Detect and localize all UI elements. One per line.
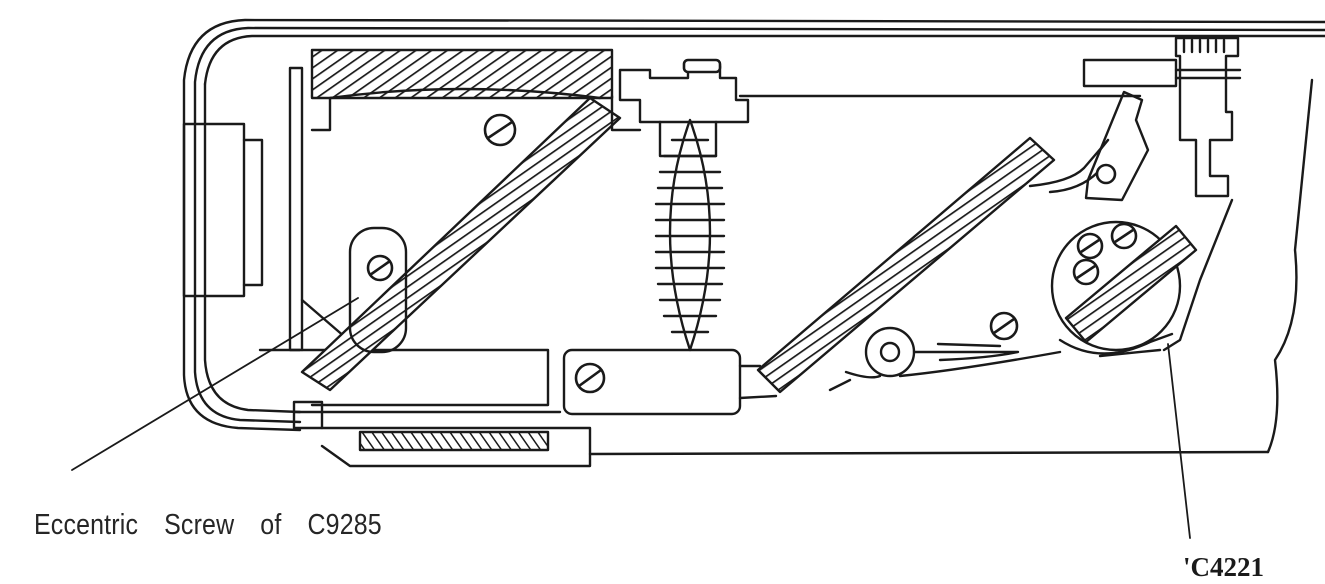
lens-mount-bracket	[610, 64, 1142, 158]
toothed-disc	[1050, 220, 1198, 358]
outer-housing	[182, 18, 1325, 454]
screw-lever	[1095, 163, 1117, 185]
eccentric-screw	[366, 254, 394, 282]
leader-lines	[71, 297, 1191, 539]
screw-disc-3	[1072, 258, 1100, 286]
part-number-label: 'C4221	[1183, 552, 1264, 582]
screw-bracket-top	[682, 58, 722, 74]
screw-right-middle	[989, 311, 1019, 341]
screw-top-left	[483, 113, 517, 147]
inner-frame	[258, 66, 602, 407]
base-slide	[292, 348, 1270, 468]
right-mirror	[756, 136, 1110, 394]
pivot-spring	[828, 326, 1062, 392]
central-lens	[654, 118, 726, 352]
top-prism	[310, 48, 614, 100]
screw-disc-1	[1076, 232, 1104, 260]
top-right-bracket	[1082, 36, 1242, 352]
eyepiece-block	[182, 122, 264, 298]
right-lever	[1084, 90, 1150, 202]
eccentric-screw-label: Eccentric Screw of C9285	[34, 509, 382, 541]
screw-disc-2	[1110, 222, 1138, 250]
screw-base-slide	[574, 362, 606, 394]
left-slot-plate	[348, 226, 408, 354]
left-mirror	[300, 96, 622, 392]
